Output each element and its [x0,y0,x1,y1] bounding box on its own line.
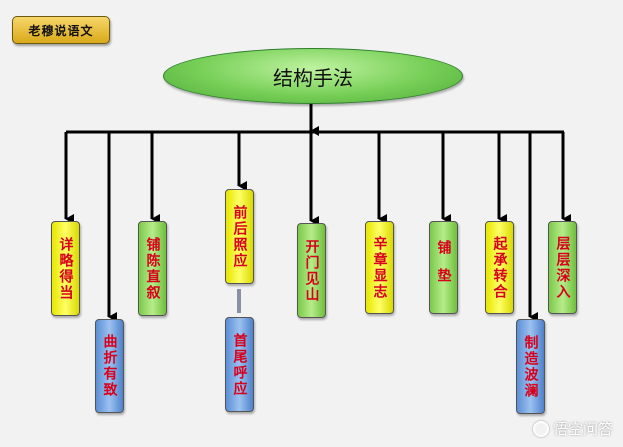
node-direct-narration: 铺陈直叙 [138,221,167,316]
chat-bubble-icon [532,420,549,437]
node-beginning-end-echo: 首尾呼应 [225,317,254,412]
node-create-ripples: 制造波澜 [516,319,545,414]
node-twists: 曲折有致 [95,319,124,413]
node-straight-to-point: 开门见山 [297,223,326,318]
watermark-text: 悟空问答 [552,420,613,438]
watermark: 悟空问答 [532,418,613,439]
node-foreshadow: 铺垫 [429,221,458,314]
node-echo: 前后照应 [225,189,254,284]
node-progressive: 层层深入 [548,221,577,314]
root-node: 结构手法 [163,48,463,104]
node-theme-at-end: 辛章显志 [365,221,394,314]
node-four-part-structure: 起承转合 [485,221,514,314]
node-detail-balance: 详略得当 [51,221,80,316]
author-badge: 老穆说语文 [12,16,110,44]
